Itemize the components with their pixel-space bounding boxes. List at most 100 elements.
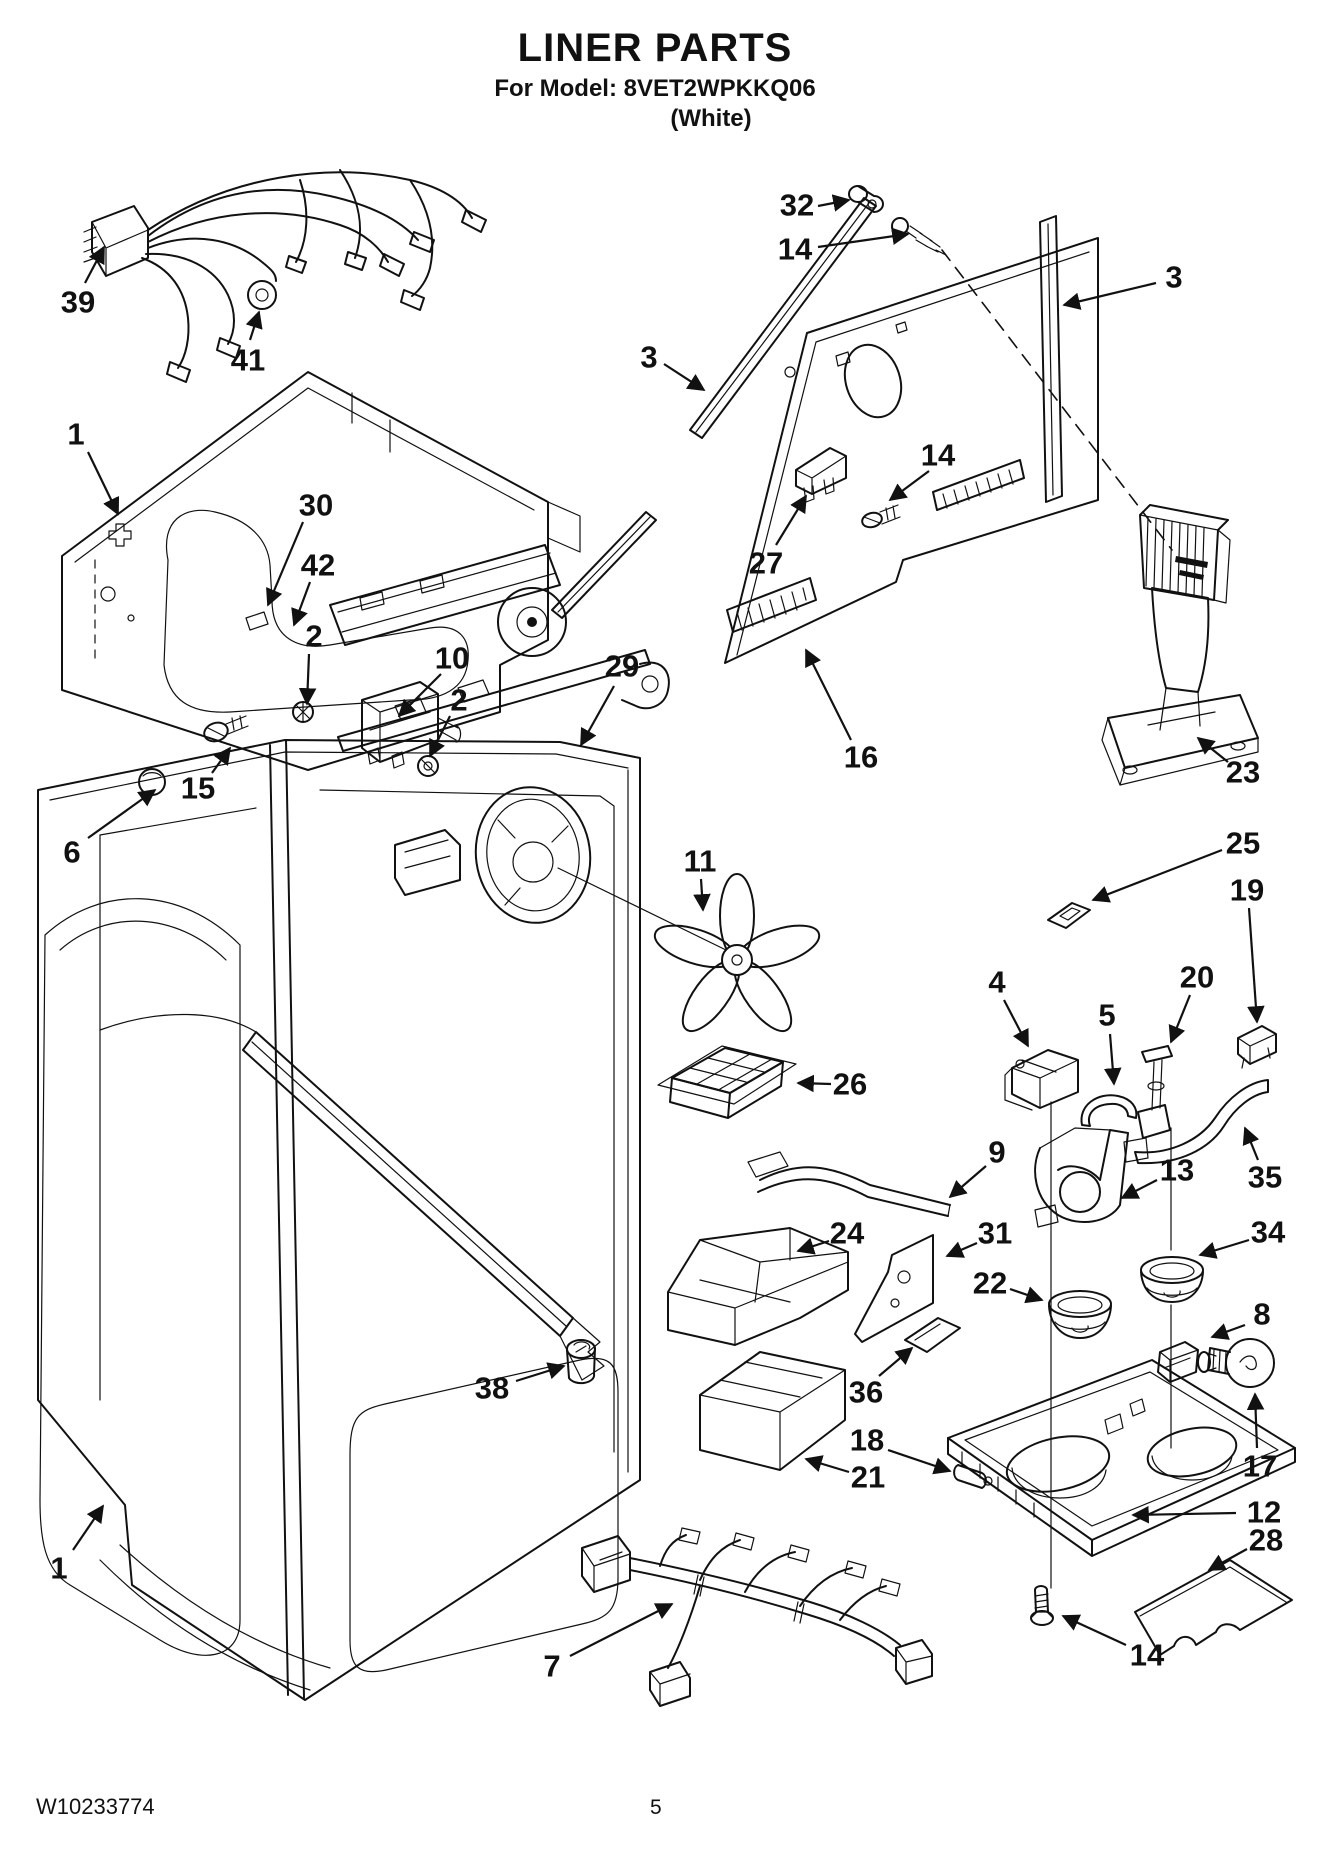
callout-leader (693, 878, 711, 912)
callout-label: 41 (231, 343, 265, 378)
callout-label: 3 (1165, 260, 1182, 295)
screw-2a (292, 701, 314, 723)
callout-leader (1061, 1614, 1127, 1646)
callout-leader (429, 715, 451, 758)
screw-14-top (891, 217, 947, 256)
callout-label: 16 (844, 740, 878, 775)
duct-24 (667, 1227, 849, 1346)
callout-13: 13 (1120, 1153, 1194, 1199)
callout-label: 19 (1230, 873, 1264, 908)
callout-label: 31 (978, 1216, 1012, 1251)
callout-leader (1168, 994, 1192, 1044)
callout-label: 3 (640, 340, 657, 375)
callout-16: 16 (805, 648, 878, 775)
callout-leader (1009, 1286, 1044, 1304)
lamp-socket-8 (1157, 1341, 1217, 1383)
callout-label: 5 (1098, 998, 1115, 1033)
callout-label: 23 (1226, 755, 1260, 790)
callout-label: 35 (1248, 1160, 1282, 1195)
callout-leader (1103, 1033, 1122, 1086)
shim-plate-28 (1134, 1559, 1293, 1656)
callout-label: 32 (780, 188, 814, 223)
callout-14: 14 (778, 227, 910, 267)
callout-12: 12 (1131, 1495, 1281, 1530)
drain-cup-34 (1140, 1256, 1204, 1303)
callout-leader (805, 648, 852, 741)
callout-22: 22 (973, 1266, 1044, 1304)
callout-leader (1131, 1505, 1237, 1524)
callout-leader (878, 1346, 914, 1377)
plunger-20 (1137, 1045, 1173, 1139)
callout-38: 38 (475, 1362, 566, 1406)
callout-35: 35 (1242, 1126, 1282, 1195)
callout-leader (775, 494, 807, 546)
liner-mullion (269, 739, 305, 1699)
cover-plate-31 (854, 1234, 934, 1343)
callout-28: 28 (1207, 1523, 1283, 1571)
callout-label: 10 (435, 641, 469, 676)
panel-hole (843, 343, 903, 419)
grommet-2b (417, 755, 439, 777)
callout-leader (1091, 848, 1223, 903)
callout-3: 3 (1062, 260, 1183, 310)
thermostat-19 (1237, 1025, 1277, 1069)
drain-cup-22 (1048, 1290, 1112, 1339)
callout-17: 17 (1243, 1392, 1277, 1484)
upper-liner (61, 371, 581, 1699)
callout-label: 2 (450, 683, 467, 718)
callout-8: 8 (1210, 1297, 1271, 1340)
wire-harness-39 (83, 169, 487, 383)
callout-2: 2 (298, 619, 323, 706)
lower-liner (37, 739, 641, 1701)
grille-26 (657, 1045, 797, 1119)
callout-label: 29 (605, 649, 639, 684)
callout-leader (1247, 907, 1265, 1024)
callout-leader (84, 245, 105, 284)
callout-label: 25 (1226, 826, 1260, 861)
standoff-32 (848, 185, 884, 213)
callout-label: 15 (181, 771, 215, 806)
strap-35 (1123, 1079, 1269, 1165)
callout-32: 32 (780, 188, 851, 223)
callout-leader (796, 1074, 832, 1093)
callout-21: 21 (804, 1455, 885, 1495)
callout-label: 39 (61, 285, 95, 320)
callout-31: 31 (945, 1216, 1012, 1258)
light-bulb-17 (1207, 1338, 1275, 1388)
callout-23: 23 (1196, 736, 1260, 790)
callout-label: 2 (305, 619, 322, 654)
callout-leader (1120, 1179, 1158, 1199)
callout-leader (245, 310, 263, 341)
callout-label: 26 (833, 1067, 867, 1102)
callout-leader (211, 746, 232, 774)
damper-plate-25 (1047, 902, 1091, 929)
callout-leader (580, 685, 615, 747)
callout-label: 14 (1130, 1638, 1165, 1673)
callout-10: 10 (397, 641, 469, 718)
callout-leader (1196, 736, 1229, 763)
callout-label: 22 (973, 1266, 1007, 1301)
round-connector-41 (247, 280, 277, 310)
callout-label: 34 (1251, 1215, 1286, 1250)
callout-label: 6 (63, 835, 80, 870)
callout-14: 14 (888, 438, 956, 502)
control-bracket-assembly (138, 544, 567, 796)
callout-1: 1 (67, 417, 120, 516)
callout-leader (1210, 1323, 1246, 1340)
screw-15 (203, 715, 249, 743)
callout-36: 36 (849, 1346, 914, 1410)
bulb-18 (953, 1464, 993, 1489)
roller-38 (566, 1339, 596, 1385)
bracket-27 (795, 447, 847, 495)
fan-blade-11 (653, 873, 821, 1033)
callout-label: 30 (299, 488, 333, 523)
drain-pan-12 (947, 1359, 1296, 1557)
vent-louvres-left (726, 577, 817, 633)
callout-leader (72, 1504, 104, 1551)
callout-18: 18 (850, 1423, 952, 1475)
callout-4: 4 (988, 965, 1029, 1048)
callout-label: 1 (67, 417, 84, 452)
callout-leader (817, 194, 851, 212)
callout-label: 28 (1249, 1523, 1283, 1558)
